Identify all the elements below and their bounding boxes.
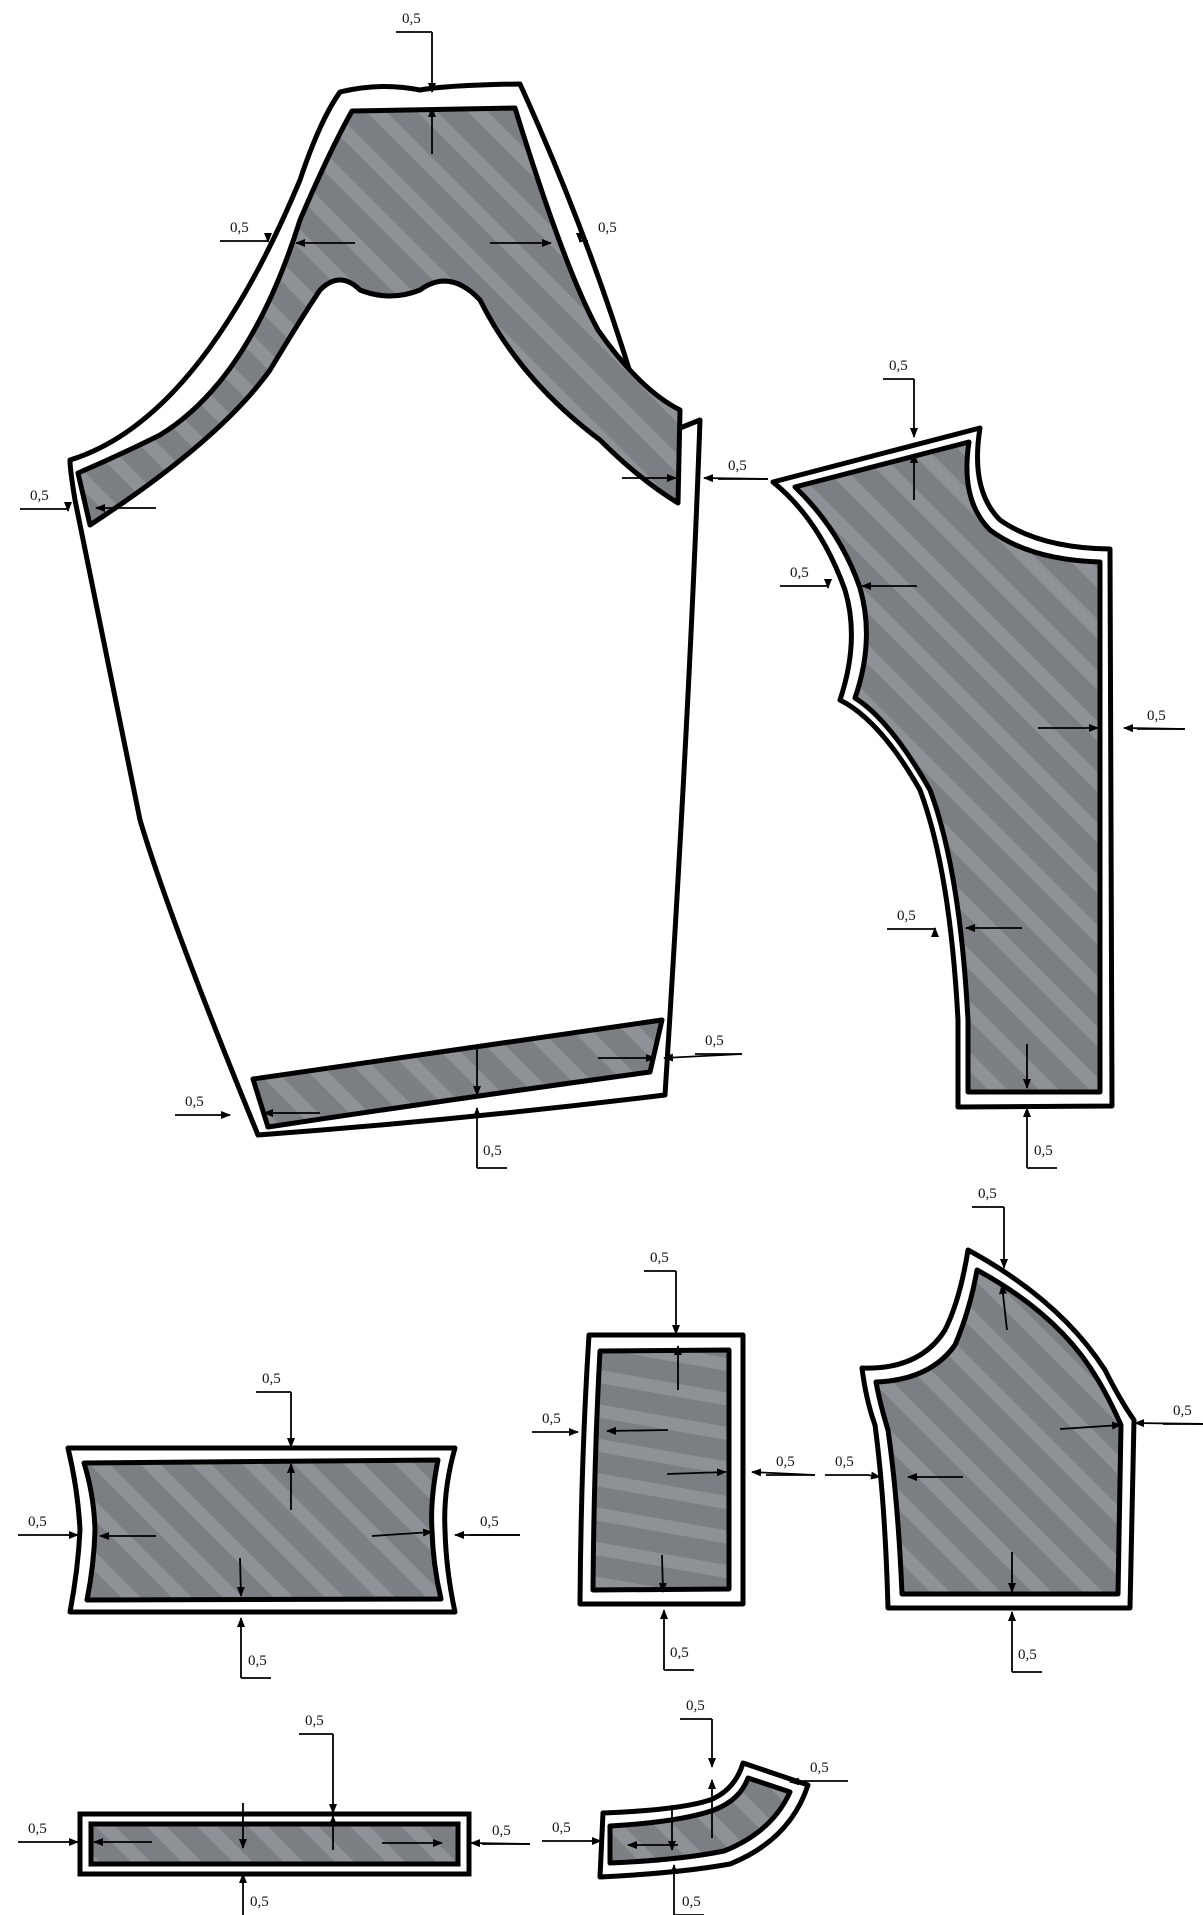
seam-allowance-label-29: 0,5	[250, 1894, 269, 1910]
seam-allowance-label-21: 0,5	[670, 1645, 689, 1661]
leader-line	[999, 1284, 1008, 1331]
sleeve-upper-piece	[67, 81, 703, 1138]
leader-line	[663, 1053, 743, 1062]
leader-line	[666, 1468, 727, 1477]
seam-allowance-label-33: 0,5	[682, 1894, 701, 1910]
strip-piece	[77, 1811, 472, 1877]
sleeve-hem-interfacing	[250, 1017, 665, 1130]
seam-allowance-label-10: 0,5	[790, 565, 809, 581]
seam-allowance-label-18: 0,5	[650, 1250, 669, 1266]
seam-allowance-label-20: 0,5	[776, 1454, 795, 1470]
leader-line	[236, 1557, 245, 1597]
seam-allowance-label-16: 0,5	[480, 1514, 499, 1530]
cuff-interfacing	[590, 1347, 732, 1593]
leader-line	[1134, 1419, 1203, 1428]
seam-allowance-label-5: 0,5	[728, 458, 747, 474]
front-yoke-interfacing	[873, 1267, 1124, 1597]
seam-allowance-label-1: 0,5	[402, 11, 421, 27]
seam-allowance-label-4: 0,5	[30, 488, 49, 504]
seam-allowance-label-24: 0,5	[835, 1454, 854, 1470]
seam-allowance-label-27: 0,5	[28, 1821, 47, 1837]
leader-line	[658, 1554, 667, 1593]
waistband-interfacing	[81, 1457, 444, 1603]
seam-allowance-label-25: 0,5	[1018, 1647, 1037, 1663]
leader-line	[606, 1426, 669, 1435]
leader-line	[789, 1777, 805, 1786]
seam-allowance-label-32: 0,5	[810, 1760, 829, 1776]
waistband-piece	[65, 1445, 458, 1615]
strip-interfacing	[88, 1821, 461, 1867]
seam-allowance-label-26: 0,5	[305, 1713, 324, 1729]
seam-allowance-label-11: 0,5	[1147, 708, 1166, 724]
seam-allowance-label-23: 0,5	[1173, 1403, 1192, 1419]
seam-allowance-label-3: 0,5	[598, 220, 617, 236]
seam-allowance-annotations: 0,5 0,5 0,5 0,5 0,5 0,5 0,5 0,5 0,5 0,5 0,5 0,5 0,5 0…	[18, 11, 1203, 1915]
cuff-piece	[577, 1332, 746, 1607]
seam-allowance-label-7: 0,5	[705, 1033, 724, 1049]
seam-allowance-label-30: 0,5	[552, 1820, 571, 1836]
seam-allowance-label-9: 0,5	[889, 358, 908, 374]
leader-line	[751, 1468, 816, 1477]
leader-line	[1059, 1421, 1122, 1430]
seam-allowance-label-8: 0,5	[483, 1143, 502, 1159]
seam-allowance-label-13: 0,5	[1034, 1143, 1053, 1159]
leader-line	[867, 1471, 881, 1480]
leader-line	[470, 1839, 531, 1848]
sleeve-cap-interfacing	[75, 105, 683, 528]
seam-allowance-label-2: 0,5	[230, 220, 249, 236]
leader-line	[703, 474, 769, 483]
leader-line	[1123, 724, 1186, 733]
leader-line	[371, 1528, 433, 1537]
front-yoke-piece	[859, 1247, 1137, 1611]
seam-allowance-label-19: 0,5	[542, 1411, 561, 1427]
seam-allowance-label-28: 0,5	[492, 1823, 511, 1839]
seam-allowance-label-31: 0,5	[686, 1698, 705, 1714]
seam-allowance-label-14: 0,5	[262, 1371, 281, 1387]
seam-allowance-label-12: 0,5	[897, 908, 916, 924]
seam-allowance-label-6: 0,5	[185, 1094, 204, 1110]
seam-allowance-label-22: 0,5	[978, 1186, 997, 1202]
collar-piece	[597, 1760, 811, 1880]
seam-allowance-label-15: 0,5	[28, 1514, 47, 1530]
sleeve-under-piece	[770, 425, 1115, 1110]
sleeve-under-interfacing	[792, 439, 1103, 1095]
collar-interfacing	[607, 1775, 793, 1866]
seam-allowance-label-17: 0,5	[248, 1653, 267, 1669]
